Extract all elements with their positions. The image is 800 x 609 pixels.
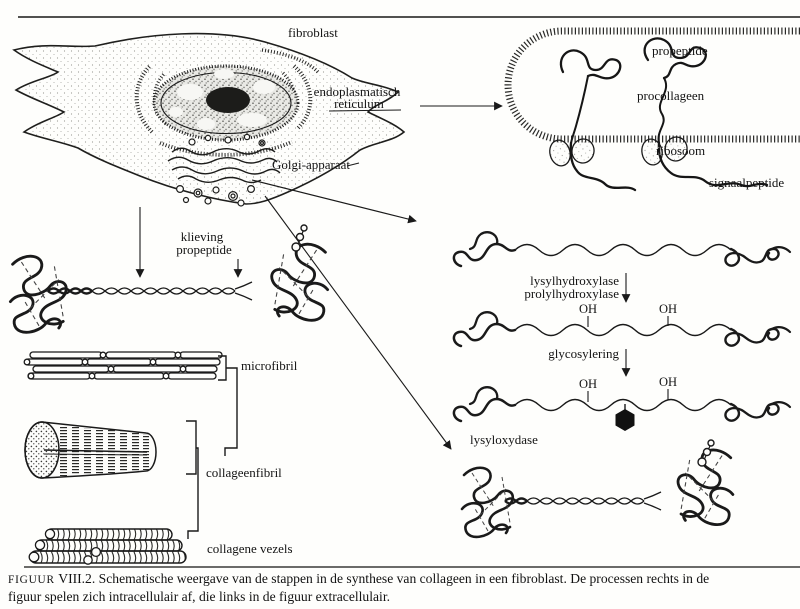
label-propeptide-er: propeptide [652,43,708,58]
label-fibroblast: fibroblast [288,25,338,40]
label-klieving: klieving [181,229,224,244]
caption-text-1: Schematische weergave van de stappen in … [98,571,710,586]
procollagen-chain-1 [452,230,792,268]
collagen-molecule-bottom-right [460,439,735,539]
label-lysyloxydase: lysyloxydase [470,432,538,447]
label-prolylhydroxylase: prolylhydroxylase [524,286,619,301]
fibroblast-cell [12,32,406,207]
label-golgi: Golgi-apparaat [272,157,350,172]
label-glycosylering: glycosylering [548,346,619,361]
reticulum-leader-line [328,109,402,112]
label-ribosoom: ribosoom [656,143,705,158]
caption-text-2: figuur spelen zich intracellulair af, di… [8,588,390,604]
sugar-hexagon [615,409,635,431]
caption-figuur-label: FIGUUR [8,574,55,586]
caption-line-2: figuur spelen zich intracellulair af, di… [8,589,796,605]
oh-label-4: OH [659,375,677,389]
oh-label-3: OH [579,377,597,391]
glyco-side-chain-2 [697,439,715,467]
ribosomes [549,136,688,167]
nascent-chain-right [643,37,769,188]
microfibril-diagram [23,351,223,380]
caption-line-1: FIGUUR VIII.2. Schematische weergave van… [8,571,796,589]
label-klieving-propeptide: propeptide [176,242,232,257]
label-signaalpeptide: signaalpeptide [709,175,784,190]
label-lysylhydroxylase: lysylhydroxylase [530,273,619,288]
label-procollageen: procollageen [637,88,705,103]
nascent-chain-left [559,49,637,192]
er-membrane [504,27,800,143]
figure-caption: FIGUUR VIII.2. Schematische weergave van… [8,571,796,604]
procollagen-chain-2: OH OH [452,302,792,348]
collagen-fibers-diagram [28,528,187,565]
collageenfibril-diagram [24,421,157,479]
arrow-to-hydroxylation [251,179,417,224]
procollagen-chain-3: OH OH [452,375,792,431]
nucleolus [206,87,250,113]
golgi-apparatus [167,147,281,184]
bracket-microfibril [218,355,238,456]
golgi-leader-line [346,162,360,167]
label-collagene-vezels: collagene vezels [207,541,293,556]
label-collageenfibril: collageenfibril [206,465,282,480]
bracket-collageenfibril [186,420,199,539]
arrow-to-lysyloxydase [264,195,452,450]
label-microfibril: microfibril [241,358,298,373]
golgi-vesicles [176,133,266,207]
glyco-side-chain [291,224,308,252]
rough-er-arcs [134,48,320,157]
label-reticulum: reticulum [334,96,384,111]
oh-label-2: OH [659,302,677,316]
label-endoplasmatisch: endoplasmatisch [314,84,401,99]
caption-figure-number: VIII.2. [58,571,96,586]
oh-label-1: OH [579,302,597,316]
nucleus [152,64,300,142]
collagen-molecule-left [8,224,330,334]
